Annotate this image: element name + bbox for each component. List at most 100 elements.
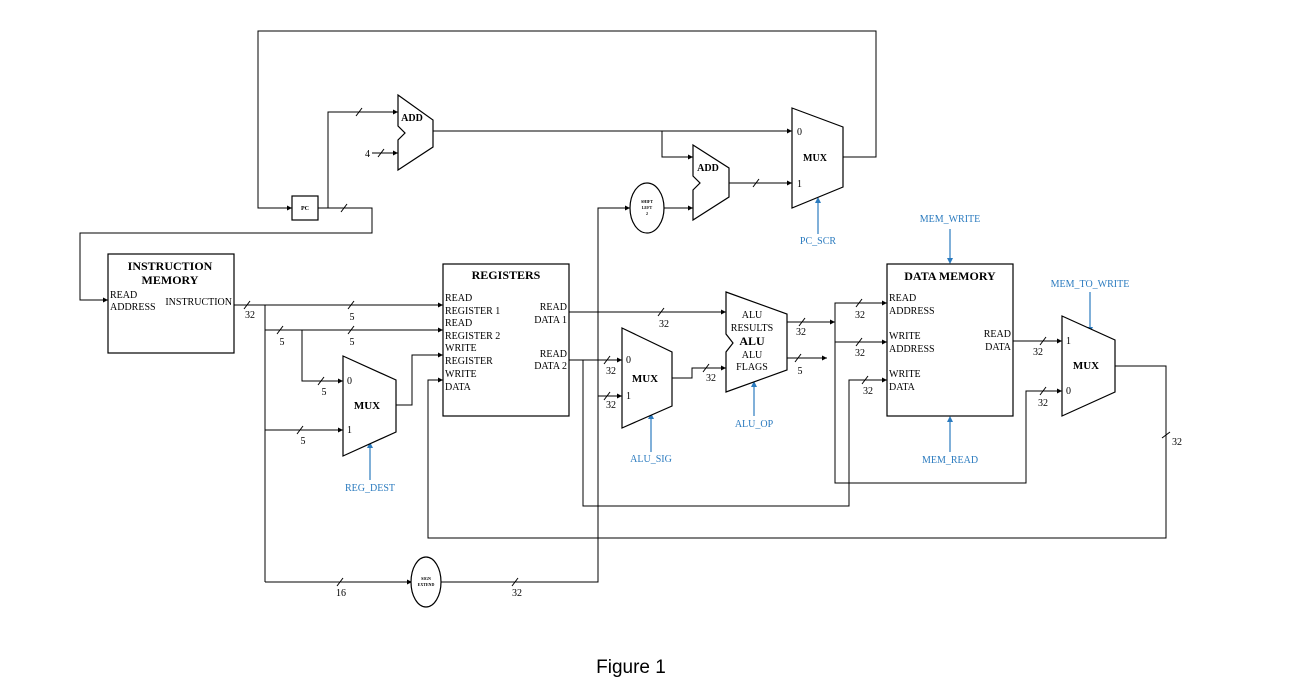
sign-extend-label-1: SIGN <box>421 576 431 581</box>
reg-in-3: REGISTER 2 <box>445 331 500 342</box>
bus-ticks <box>243 107 1171 587</box>
mux-pc-label: MUX <box>803 153 828 164</box>
bw-read-data1: 32 <box>659 319 669 330</box>
dm-out-1: DATA <box>985 342 1012 353</box>
alu-op-label: ALU_OP <box>735 419 774 430</box>
alu-sig-label: ALU_SIG <box>630 454 672 465</box>
sign-extend-label-2: EXTEND <box>418 582 435 587</box>
instruction-memory: INSTRUCTION MEMORY READ ADDRESS INSTRUCT… <box>107 253 235 354</box>
add-pc-unit: ADD <box>397 93 434 172</box>
bw-mux-reg-in1: 5 <box>301 436 306 447</box>
reg-in-4: WRITE <box>445 343 477 354</box>
wire-alu-to-wbmux <box>834 342 1062 484</box>
bw-read-data2-a: 32 <box>606 366 616 377</box>
alu-out-3: FLAGS <box>736 362 768 373</box>
im-instruction-label: INSTRUCTION <box>165 297 232 308</box>
dm-in-3: ADDRESS <box>889 344 935 355</box>
mem-write-label: MEM_WRITE <box>920 214 981 225</box>
pc-register: PC <box>291 195 319 221</box>
reg-in-5: REGISTER <box>445 356 493 367</box>
mux-wb-in0: 0 <box>1066 386 1071 397</box>
mux-alu-in1: 1 <box>626 391 631 402</box>
dm-in-2: WRITE <box>889 331 921 342</box>
bw-mux-alu-out: 32 <box>706 373 716 384</box>
im-title-1: INSTRUCTION <box>128 259 213 273</box>
mux-wb-label: MUX <box>1073 360 1099 372</box>
constant-four: 4 <box>365 149 370 160</box>
bw-read-data2-b: 32 <box>606 400 616 411</box>
wire-rr2-to-mux0 <box>301 330 343 382</box>
alu-out-1: RESULTS <box>731 323 773 334</box>
alu-out-2: ALU <box>742 350 763 361</box>
bw-mux-reg-in0: 5 <box>322 387 327 398</box>
bw-dm-write-addr: 32 <box>855 348 865 359</box>
control-signals <box>367 197 1093 480</box>
im-read-label-1: READ <box>110 290 137 301</box>
bw-rs-branch: 5 <box>280 337 285 348</box>
bw-wb-out: 32 <box>1172 437 1182 448</box>
bw-rr1: 5 <box>350 312 355 323</box>
shift-left-2: SHIFT LEFT 2 <box>629 182 665 234</box>
mux-reg-label: MUX <box>354 400 380 412</box>
dm-in-5: DATA <box>889 382 916 393</box>
bw-sign-ext-out: 32 <box>512 588 522 599</box>
mux-pc-in0: 0 <box>797 127 802 138</box>
reg-out-1: DATA 1 <box>534 315 567 326</box>
alu-title: ALU <box>739 334 765 348</box>
im-title-2: MEMORY <box>142 273 199 287</box>
add-pc-label: ADD <box>401 113 423 124</box>
reg-in-7: DATA <box>445 382 472 393</box>
data-memory: DATA MEMORY READ ADDRESS WRITE ADDRESS W… <box>886 263 1014 417</box>
bw-instr-out: 32 <box>245 310 255 321</box>
wires <box>79 30 1167 583</box>
im-read-label-2: ADDRESS <box>110 302 156 313</box>
mux-alu-label: MUX <box>632 373 658 385</box>
wire-rd2-to-dm <box>582 360 887 507</box>
wire-regmux-out <box>396 354 443 406</box>
mux-alu-in0: 0 <box>626 355 631 366</box>
reg-in-6: WRITE <box>445 369 477 380</box>
wire-signext-to-shift <box>441 207 630 583</box>
dm-out-0: READ <box>984 329 1011 340</box>
wire-pc4-to-branch-add <box>661 131 693 158</box>
reg-dest-label: REG_DEST <box>345 483 395 494</box>
shift-left-label-3: 2 <box>646 211 648 216</box>
bw-alu-flags: 5 <box>798 366 803 377</box>
alu: ALU RESULTS ALU ALU FLAGS <box>725 291 788 393</box>
alu-out-0: ALU <box>742 310 763 321</box>
arrowheads <box>103 109 1062 585</box>
bw-dm-read-addr: 32 <box>855 310 865 321</box>
wire-pc-to-im <box>79 207 373 301</box>
bw-dm-write-data: 32 <box>863 386 873 397</box>
register-file: REGISTERS READ REGISTER 1 READ REGISTER … <box>442 263 570 417</box>
wire-pc-to-adder <box>318 111 398 209</box>
pc-label: PC <box>301 206 309 212</box>
mux-pc-in1: 1 <box>797 179 802 190</box>
bus-width-labels: 32 5 5 5 5 5 16 32 32 32 32 32 32 5 32 3… <box>245 310 1182 599</box>
mux-wb-in1: 1 <box>1066 336 1071 347</box>
reg-out-2: READ <box>540 349 567 360</box>
mux-reg-in1: 1 <box>347 425 352 436</box>
figure-caption: Figure 1 <box>596 657 666 678</box>
reg-in-0: READ <box>445 293 472 304</box>
wire-alumux-out <box>672 367 726 379</box>
bw-alu-result: 32 <box>796 327 806 338</box>
bw-dm-read-data: 32 <box>1033 347 1043 358</box>
registers-title: REGISTERS <box>472 268 541 282</box>
shift-left-label-2: LEFT <box>642 205 653 210</box>
reg-out-0: READ <box>540 302 567 313</box>
dm-in-1: ADDRESS <box>889 306 935 317</box>
sign-extend: SIGN EXTEND <box>410 556 442 608</box>
dm-title: DATA MEMORY <box>904 269 996 283</box>
dm-in-0: READ <box>889 293 916 304</box>
wire-alu-to-dm-read <box>834 302 887 322</box>
mux-pc: MUX 0 1 <box>791 107 844 209</box>
mux-write-back: MUX 1 0 <box>1061 315 1116 417</box>
reg-in-2: READ <box>445 318 472 329</box>
mem-to-write-label: MEM_TO_WRITE <box>1051 279 1130 290</box>
mux-reg-in0: 0 <box>347 376 352 387</box>
dm-in-4: WRITE <box>889 369 921 380</box>
mux-alu-src: MUX 0 1 <box>621 327 673 429</box>
bw-imm: 16 <box>336 588 346 599</box>
